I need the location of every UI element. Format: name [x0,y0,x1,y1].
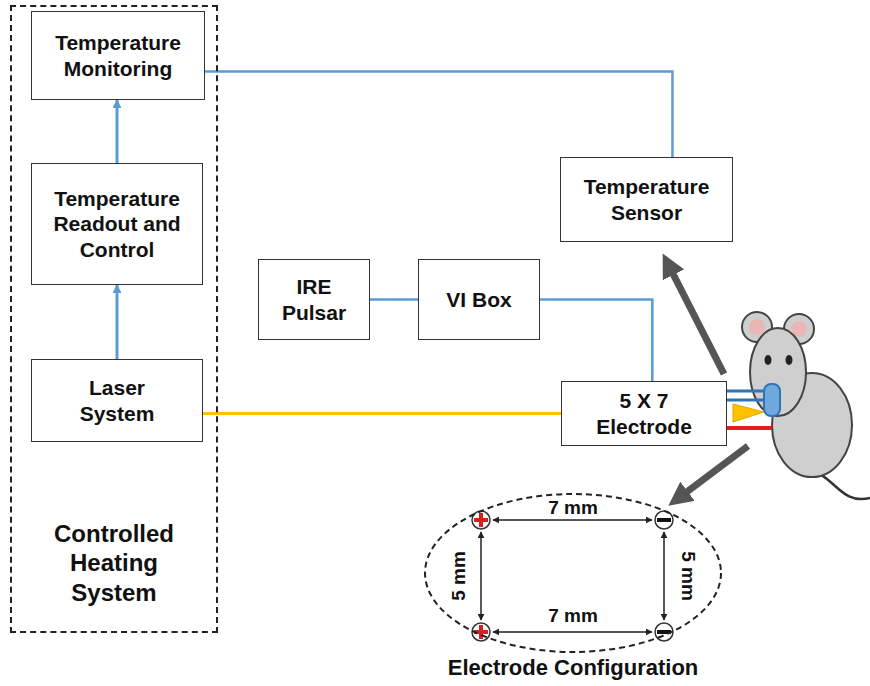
sensor-box: Temperature Sensor [560,157,733,242]
process-box: Laser System [31,359,203,442]
sensor-wire [205,72,672,157]
process-box: Temperature Readout and Control [31,163,203,285]
node-label: Temperature Monitoring [38,30,198,81]
dimension-label: 7 mm [548,605,598,627]
dimension-label: 5 mm [677,551,699,601]
dimension-label: 5 mm [448,551,470,601]
pulse-wire [540,300,652,382]
process-box: Temperature Monitoring [31,11,205,100]
electrode-layout [472,511,673,641]
pulse-wire [370,298,418,301]
system-group: Controlled Heating System Temperature Mon… [10,5,218,633]
node-label: Laser System [52,375,182,426]
electrode-box: 5 X 7 Electrode [561,381,727,446]
node-label: Controlled Heating System [44,519,184,607]
signal-arrow [116,100,119,163]
device-box: VI Box [418,259,540,340]
dimension-label: 7 mm [548,497,598,519]
signal-arrow [116,285,119,359]
mouse-illustration [742,312,870,499]
probe-illustration [727,384,780,428]
device-box: IRE Pulsar [258,259,370,340]
laser-fiber [203,412,561,415]
node-label: 5 X 7 Electrode [589,388,699,439]
node-label: Temperature Sensor [572,174,722,225]
node-label: IRE Pulsar [274,274,354,325]
caption-label: Electrode Configuration [448,655,699,682]
node-label: Temperature Readout and Control [42,186,192,263]
node-label: VI Box [446,287,511,313]
